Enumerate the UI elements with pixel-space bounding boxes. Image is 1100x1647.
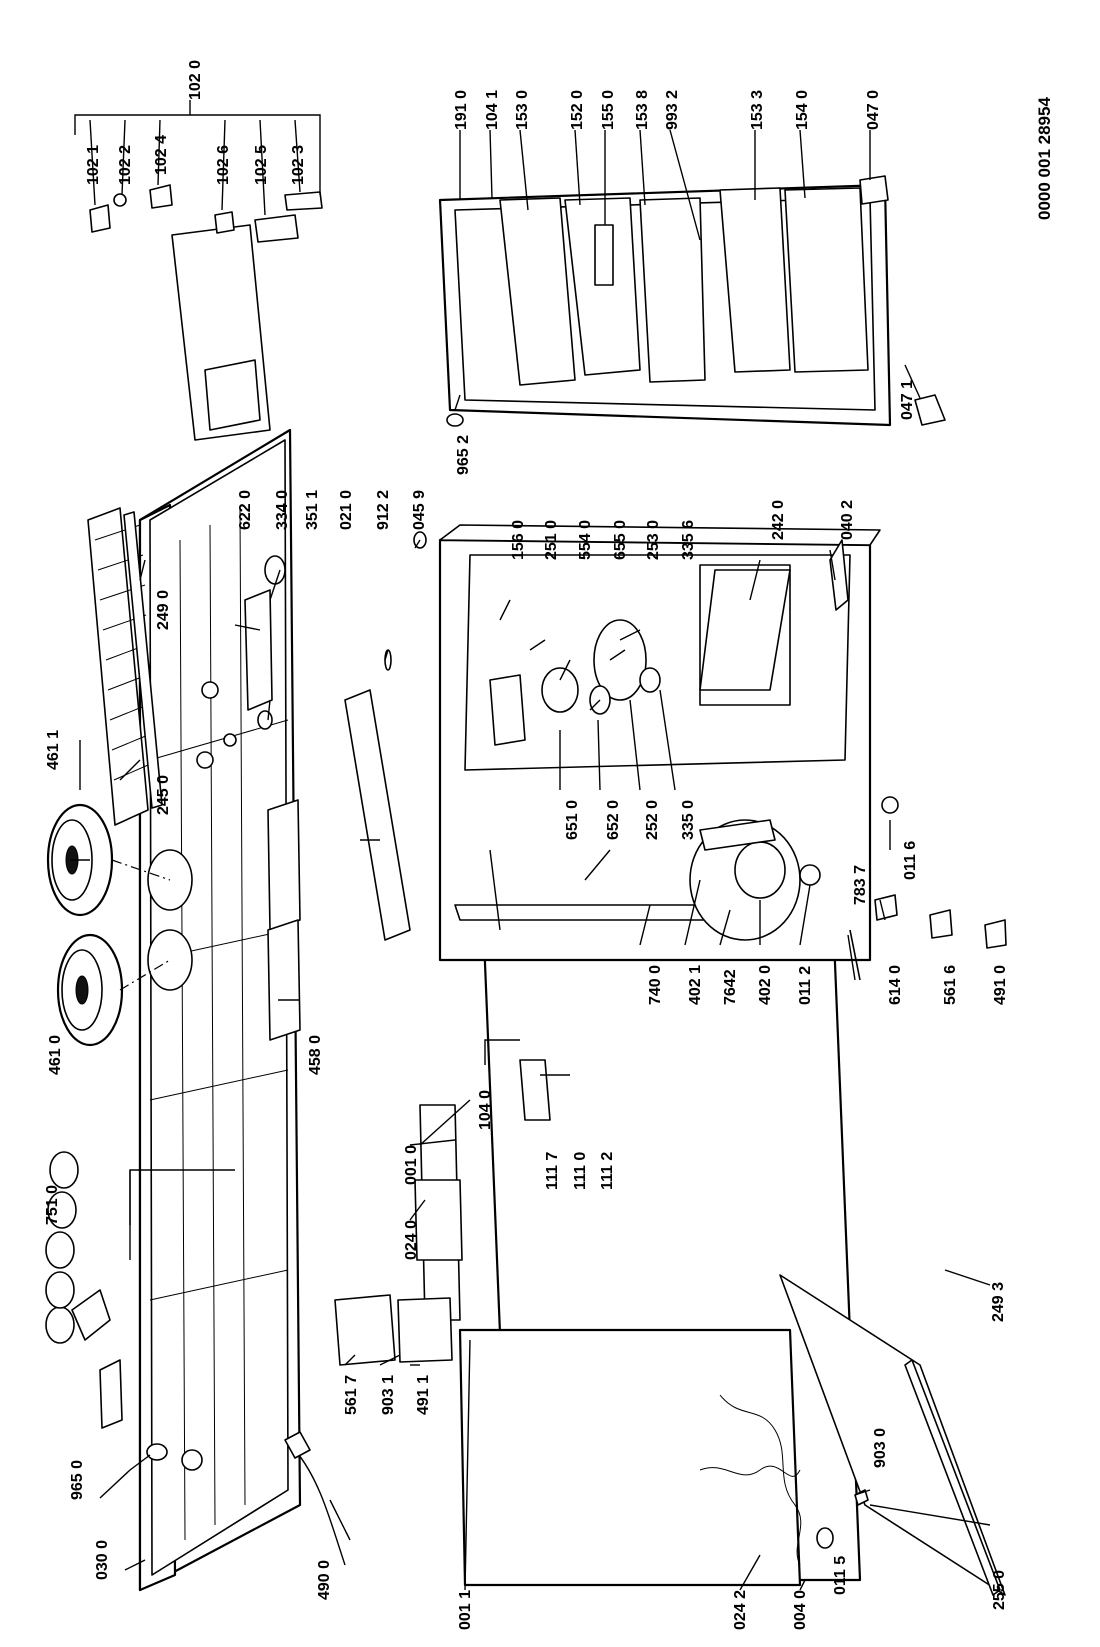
label: 490 0 [316,1560,333,1600]
base-panel-drawing [779,1274,1006,1596]
label: 102 5 [253,145,270,185]
control-box-drawing [244,555,286,730]
label: 030 0 [94,1540,111,1580]
label: 554 0 [577,520,594,560]
label: 7642 [722,969,739,1005]
label: 111 0 [572,1152,589,1190]
label: 152 0 [569,90,586,130]
label: 651 0 [564,800,581,840]
label: 004 0 [792,1590,809,1630]
label: 751 0 [44,1185,61,1225]
label: 622 0 [237,490,254,530]
label: 111 2 [599,1152,616,1190]
hinge-drawings [446,175,946,427]
label: 156 0 [510,520,527,560]
side-panel-drawing [458,1328,802,1587]
grille-drawing [87,507,163,826]
electrical-box-drawing [334,1294,453,1366]
label: 024 0 [403,1220,420,1260]
label: 245 0 [155,775,172,815]
label: 001 0 [403,1145,420,1185]
label: 491 1 [415,1375,432,1415]
label: 652 0 [605,800,622,840]
label: 011 5 [832,1556,849,1595]
label: 965 0 [69,1460,86,1500]
label: 335 6 [680,520,697,560]
label: 102 6 [215,145,232,185]
label: 614 0 [887,965,904,1005]
label: 402 0 [757,965,774,1005]
label: 153 8 [634,90,651,130]
label: 104 1 [484,90,501,130]
label: 102 4 [153,135,170,175]
label: 047 0 [865,90,882,130]
label: 001 1 [457,1590,474,1630]
label: 102 3 [290,145,307,185]
label: 993 2 [664,90,681,130]
label: 561 7 [343,1375,360,1415]
label: 402 1 [687,965,704,1005]
label: 102 1 [85,145,102,185]
burner-kit-drawing [45,1151,123,1429]
label: 965 2 [455,435,472,475]
label: 249 3 [990,1282,1007,1322]
label: 903 1 [380,1375,397,1415]
label: 783 7 [852,865,869,905]
label: 047 1 [899,380,916,420]
label: 351 1 [304,490,321,530]
label: 903 0 [872,1428,889,1468]
burner-drawings [46,803,171,1047]
label: 102 2 [117,145,134,185]
drawings [45,100,1007,1596]
label: 912 2 [375,490,392,530]
label: 335 0 [680,800,697,840]
power-cord-drawing [284,1431,346,1566]
label: 458 0 [307,1035,324,1075]
label: 024 2 [732,1590,749,1630]
document-reference: 0000 001 28954 [1035,97,1054,220]
label: 491 0 [992,965,1009,1005]
label: 740 0 [647,965,664,1005]
label: 154 0 [794,90,811,130]
label: 251 0 [543,520,560,560]
label: 045 9 [411,490,428,530]
label: 111 7 [544,1152,561,1190]
label: 334 0 [274,490,291,530]
door-frame-drawing [414,1104,463,1321]
label: 011 6 [902,841,919,880]
label: 249 0 [155,590,172,630]
handle-drawing [89,184,323,441]
label: 104 0 [477,1090,494,1130]
label: 153 3 [749,90,766,130]
label: 242 0 [770,500,787,540]
label: 191 0 [453,90,470,130]
knob-drawing [146,1443,168,1461]
label: 155 0 [600,90,617,130]
label: 461 1 [45,730,62,770]
label: 252 0 [644,800,661,840]
cover-plate-drawing [344,689,411,941]
label: 561 6 [942,965,959,1005]
label: 011 2 [797,966,814,1005]
inner-door-drawing [438,183,892,427]
label: 461 0 [47,1035,64,1075]
part-labels: 965 0 030 0 490 0 001 1 024 2 004 0 011 … [44,60,1054,1630]
cabinet-drawing [438,524,881,962]
label: 255 0 [991,1570,1008,1610]
label: 253 0 [645,520,662,560]
tray-drawing [267,799,301,1041]
label: 153 0 [514,90,531,130]
label: 655 0 [612,520,629,560]
leader-lines [70,100,991,1591]
label: 040 2 [839,500,856,540]
label: 021 0 [338,490,355,530]
label: 102 0 [187,60,204,100]
